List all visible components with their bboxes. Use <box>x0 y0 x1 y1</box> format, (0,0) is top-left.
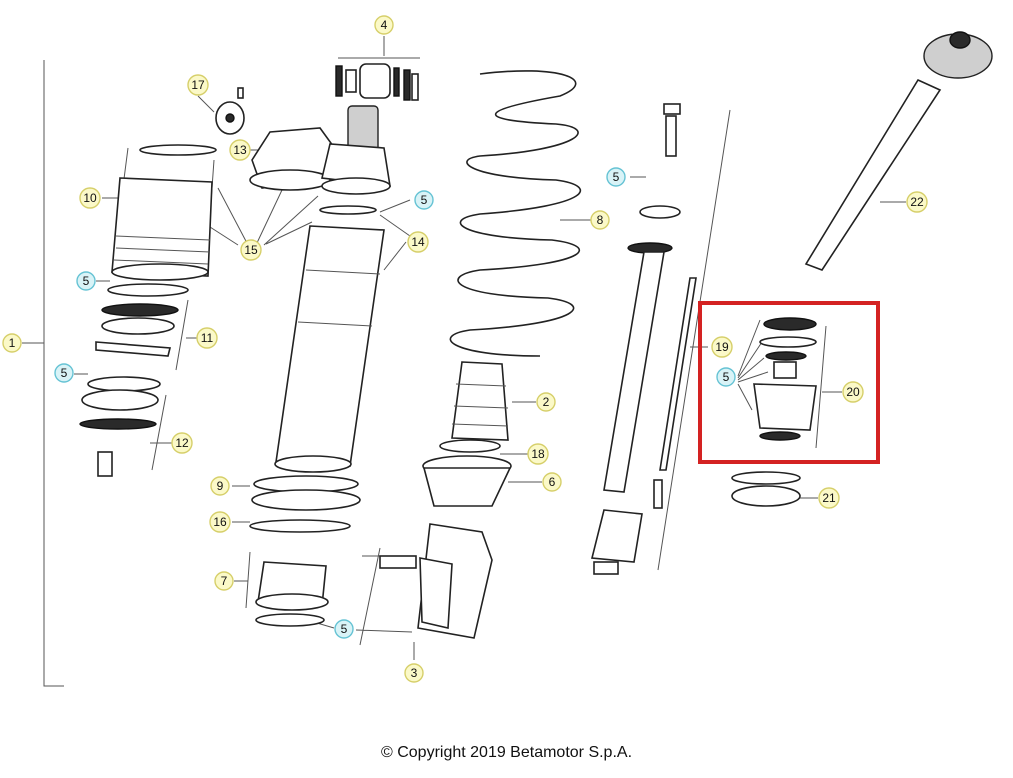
callout-19[interactable]: 19 <box>711 336 733 358</box>
callout-18[interactable]: 18 <box>527 443 549 465</box>
callout-21-label: 21 <box>822 491 836 505</box>
reservoir-can <box>111 144 217 281</box>
highlight-box <box>698 301 880 464</box>
callout-7[interactable]: 7 <box>214 571 234 591</box>
callout-9[interactable]: 9 <box>210 476 230 496</box>
spring-seat <box>422 455 512 507</box>
callout-5d-label: 5 <box>613 170 620 184</box>
callout-10[interactable]: 10 <box>79 187 101 209</box>
callout-22-label: 22 <box>910 195 924 209</box>
callout-8-label: 8 <box>597 213 604 227</box>
callout-2[interactable]: 2 <box>536 392 556 412</box>
callout-7-label: 7 <box>221 574 228 588</box>
callout-17[interactable]: 17 <box>187 74 209 96</box>
callout-1[interactable]: 1 <box>2 333 22 353</box>
callout-group: 1 2 3 4 5 5 5 5 5 5 6 7 8 9 10 11 12 13 … <box>2 15 928 683</box>
piston-rod <box>590 103 697 575</box>
callout-15-label: 15 <box>244 243 258 257</box>
preload-rings <box>249 475 361 627</box>
callout-4-label: 4 <box>381 18 388 32</box>
callout-5-lower[interactable]: 5 <box>334 619 354 639</box>
part-drawings <box>79 31 993 639</box>
callout-5e-label: 5 <box>723 370 730 384</box>
callout-6-label: 6 <box>549 475 556 489</box>
reservoir-rings <box>79 283 189 477</box>
callout-5c-label: 5 <box>61 366 68 380</box>
valve-stack <box>753 317 817 441</box>
callout-11[interactable]: 11 <box>196 327 218 349</box>
callout-3[interactable]: 3 <box>404 663 424 683</box>
copyright-notice: © Copyright 2019 Betamotor S.p.A. <box>380 744 633 761</box>
bump-stop <box>451 361 509 441</box>
bushing-set <box>335 63 419 101</box>
callout-5-ring[interactable]: 5 <box>76 271 96 291</box>
coil-spring <box>449 70 582 357</box>
washer <box>439 439 501 453</box>
callout-21[interactable]: 21 <box>818 487 840 509</box>
callout-13-label: 13 <box>233 143 247 157</box>
callout-5f-label: 5 <box>341 622 348 636</box>
callout-12-label: 12 <box>175 436 189 450</box>
adjuster-knob <box>215 87 245 135</box>
callout-12[interactable]: 12 <box>171 432 193 454</box>
callout-13[interactable]: 13 <box>229 139 251 161</box>
callout-2-label: 2 <box>543 395 550 409</box>
callout-19-label: 19 <box>715 340 729 354</box>
callout-8[interactable]: 8 <box>590 210 610 230</box>
shaft-assembly <box>804 31 993 271</box>
callout-5-rod[interactable]: 5 <box>606 167 626 187</box>
callout-22[interactable]: 22 <box>906 191 928 213</box>
callout-5-valve[interactable]: 5 <box>716 367 736 387</box>
callout-6[interactable]: 6 <box>542 472 562 492</box>
callout-4[interactable]: 4 <box>374 15 394 35</box>
callout-5a-label: 5 <box>421 193 428 207</box>
callout-5-piston[interactable]: 5 <box>54 363 74 383</box>
callout-18-label: 18 <box>531 447 545 461</box>
callout-5b-label: 5 <box>83 274 90 288</box>
callout-3-label: 3 <box>411 666 418 680</box>
top-cap <box>731 471 801 507</box>
callout-14[interactable]: 14 <box>407 231 429 253</box>
callout-1-label: 1 <box>9 336 16 350</box>
callout-17-label: 17 <box>191 78 205 92</box>
callout-15[interactable]: 15 <box>240 239 262 261</box>
callout-5-reservoir[interactable]: 5 <box>414 190 434 210</box>
callout-9-label: 9 <box>217 479 224 493</box>
callout-20-label: 20 <box>846 385 860 399</box>
shock-body <box>274 205 385 473</box>
callout-14-label: 14 <box>411 235 425 249</box>
callout-11-label: 11 <box>201 331 214 345</box>
callout-16[interactable]: 16 <box>209 511 231 533</box>
callout-20[interactable]: 20 <box>842 381 864 403</box>
callout-10-label: 10 <box>83 191 97 205</box>
callout-16-label: 16 <box>213 515 227 529</box>
shock-eyelet <box>379 523 493 639</box>
reservoir-head <box>249 105 391 195</box>
